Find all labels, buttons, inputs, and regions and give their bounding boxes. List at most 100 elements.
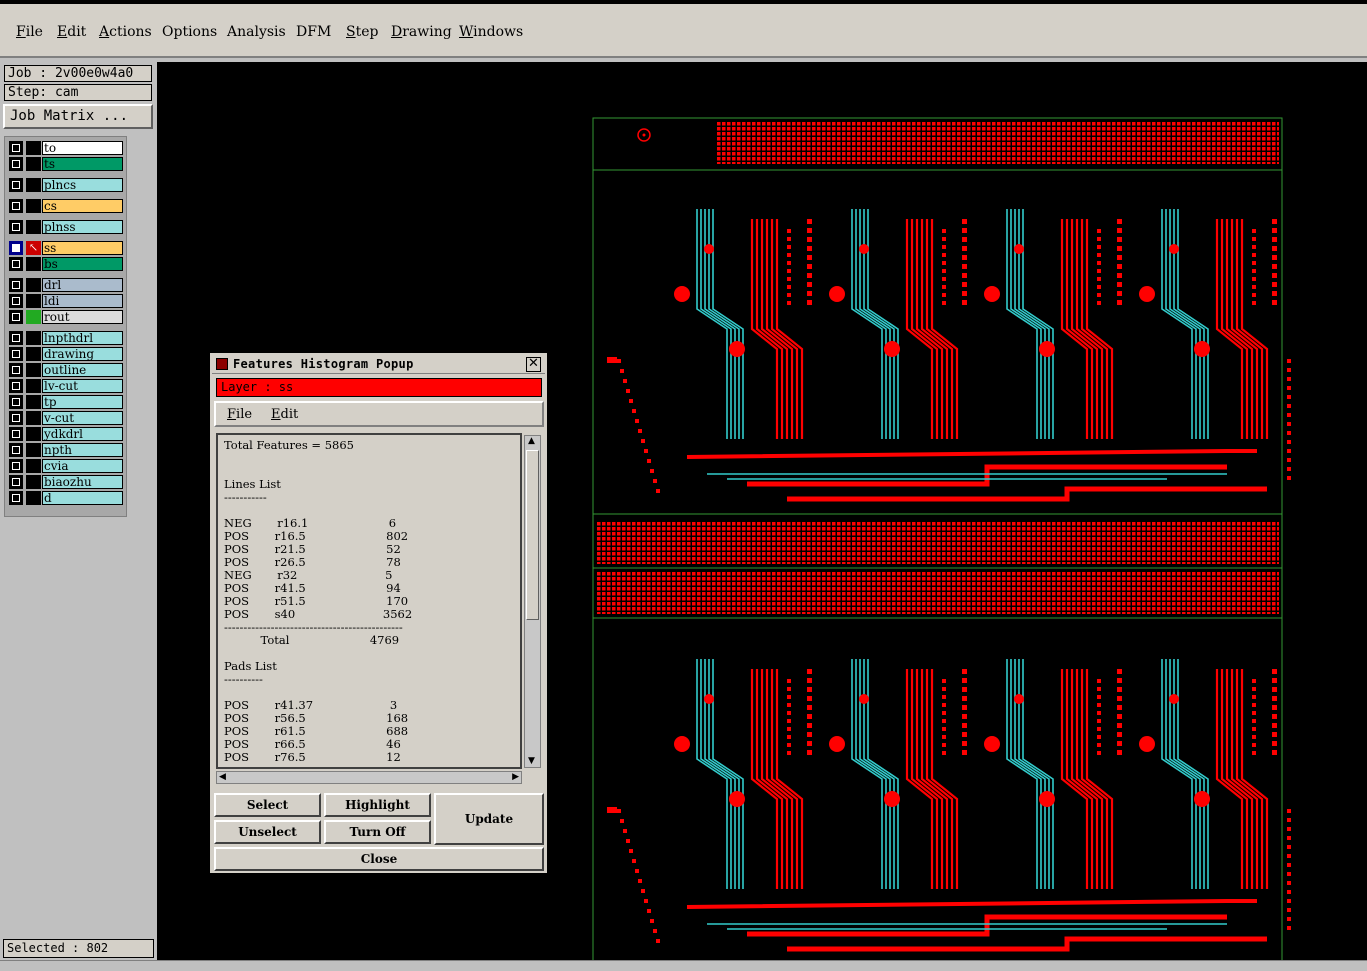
layer-name[interactable]: npth [42,443,123,457]
layer-checkbox[interactable] [9,395,23,409]
histogram-list[interactable]: Total Features = 5865 Lines List -------… [216,433,522,769]
layer-state-cell[interactable] [26,278,41,292]
layer-name[interactable]: biaozhu [42,475,123,489]
layer-row-bs[interactable]: bs [7,257,125,271]
scroll-down-icon[interactable]: ▼ [528,756,535,766]
job-matrix-button[interactable]: Job Matrix ... [3,104,153,129]
layer-checkbox[interactable] [9,199,23,213]
layer-row-ss[interactable]: ↖ss [7,241,125,255]
layer-state-cell[interactable] [26,475,41,489]
layer-checkbox[interactable] [9,491,23,505]
layer-checkbox[interactable] [9,411,23,425]
layer-row-npth[interactable]: npth [7,443,125,457]
layer-checkbox[interactable] [9,310,23,324]
layer-checkbox[interactable] [9,257,23,271]
layer-checkbox[interactable] [9,443,23,457]
close-icon[interactable]: ✕ [526,357,541,372]
layer-checkbox[interactable] [9,363,23,377]
layer-checkbox[interactable] [9,459,23,473]
layer-row-drl[interactable]: drl [7,278,125,292]
menu-step[interactable]: Step [346,24,378,40]
layer-checkbox[interactable] [9,294,23,308]
layer-checkbox[interactable] [9,278,23,292]
layer-state-cell[interactable] [26,331,41,345]
popup-menu-edit[interactable]: Edit [271,407,298,422]
layer-row-biaozhu[interactable]: biaozhu [7,475,125,489]
layer-checkbox[interactable] [9,475,23,489]
layer-name[interactable]: plnss [42,220,123,234]
layer-row-d[interactable]: d [7,491,125,505]
layer-checkbox[interactable] [9,347,23,361]
layer-state-cell[interactable] [26,141,41,155]
select-button[interactable]: Select [214,793,321,817]
layer-state-cell[interactable] [26,491,41,505]
layer-state-cell[interactable] [26,199,41,213]
layer-name[interactable]: ts [42,157,123,171]
menu-actions[interactable]: Actions [99,24,152,40]
layer-state-cell[interactable] [26,443,41,457]
layer-row-rout[interactable]: rout [7,310,125,324]
highlight-button[interactable]: Highlight [324,793,431,817]
layer-name[interactable]: outline [42,363,123,377]
scroll-thumb[interactable] [526,450,539,620]
work-layer-icon[interactable]: ↖ [26,241,41,255]
pcb-view[interactable] [157,62,1367,963]
layer-name[interactable]: ldi [42,294,123,308]
layer-name[interactable]: ydkdrl [42,427,123,441]
layer-name[interactable]: d [42,491,123,505]
layer-row-ydkdrl[interactable]: ydkdrl [7,427,125,441]
layer-row-cs[interactable]: cs [7,199,125,213]
layer-name[interactable]: lv-cut [42,379,123,393]
popup-titlebar[interactable]: Features Histogram Popup ✕ [212,355,545,374]
scroll-up-icon[interactable]: ▲ [528,436,535,446]
layer-state-cell[interactable] [26,459,41,473]
update-button[interactable]: Update [434,793,544,845]
layer-row-cvia[interactable]: cvia [7,459,125,473]
layer-checkbox[interactable] [9,141,23,155]
layer-state-cell[interactable] [26,427,41,441]
layer-checkbox[interactable] [9,331,23,345]
horizontal-scrollbar[interactable]: ◀ ▶ [216,771,522,784]
layer-row-tp[interactable]: tp [7,395,125,409]
layer-row-v-cut[interactable]: v-cut [7,411,125,425]
layer-state-cell[interactable] [26,310,41,324]
layer-row-plnss[interactable]: plnss [7,220,125,234]
close-button[interactable]: Close [214,847,544,871]
layer-row-ldi[interactable]: ldi [7,294,125,308]
layer-state-cell[interactable] [26,347,41,361]
layer-checkbox[interactable] [9,157,23,171]
menu-drawing[interactable]: Drawing [391,24,452,40]
unselect-button[interactable]: Unselect [214,820,321,844]
menu-edit[interactable]: Edit [57,24,86,40]
layer-row-drawing[interactable]: drawing [7,347,125,361]
layer-row-ts[interactable]: ts [7,157,125,171]
layer-state-cell[interactable] [26,411,41,425]
layer-state-cell[interactable] [26,363,41,377]
scroll-left-icon[interactable]: ◀ [219,772,226,782]
popup-menu-file[interactable]: File [227,407,252,422]
layer-row-outline[interactable]: outline [7,363,125,377]
layer-state-cell[interactable] [26,157,41,171]
layer-checkbox[interactable] [9,427,23,441]
layer-row-plncs[interactable]: plncs [7,178,125,192]
layer-name[interactable]: cs [42,199,123,213]
layer-name[interactable]: ss [42,241,123,255]
layer-name[interactable]: drl [42,278,123,292]
layer-row-lv-cut[interactable]: lv-cut [7,379,125,393]
layer-name[interactable]: v-cut [42,411,123,425]
turn-off-button[interactable]: Turn Off [324,820,431,844]
scroll-right-icon[interactable]: ▶ [512,772,519,782]
layer-checkbox[interactable] [9,220,23,234]
layer-checkbox[interactable] [9,379,23,393]
layer-name[interactable]: tp [42,395,123,409]
layer-checkbox[interactable] [9,178,23,192]
vertical-scrollbar[interactable]: ▲ ▼ [524,435,541,768]
layer-row-lnpthdrl[interactable]: lnpthdrl [7,331,125,345]
layer-row-to[interactable]: to [7,141,125,155]
layer-state-cell[interactable] [26,220,41,234]
menu-file[interactable]: File [16,24,43,40]
menu-dfm[interactable]: DFM [296,24,331,40]
layer-state-cell[interactable] [26,178,41,192]
layer-name[interactable]: lnpthdrl [42,331,123,345]
layer-name[interactable]: rout [42,310,123,324]
